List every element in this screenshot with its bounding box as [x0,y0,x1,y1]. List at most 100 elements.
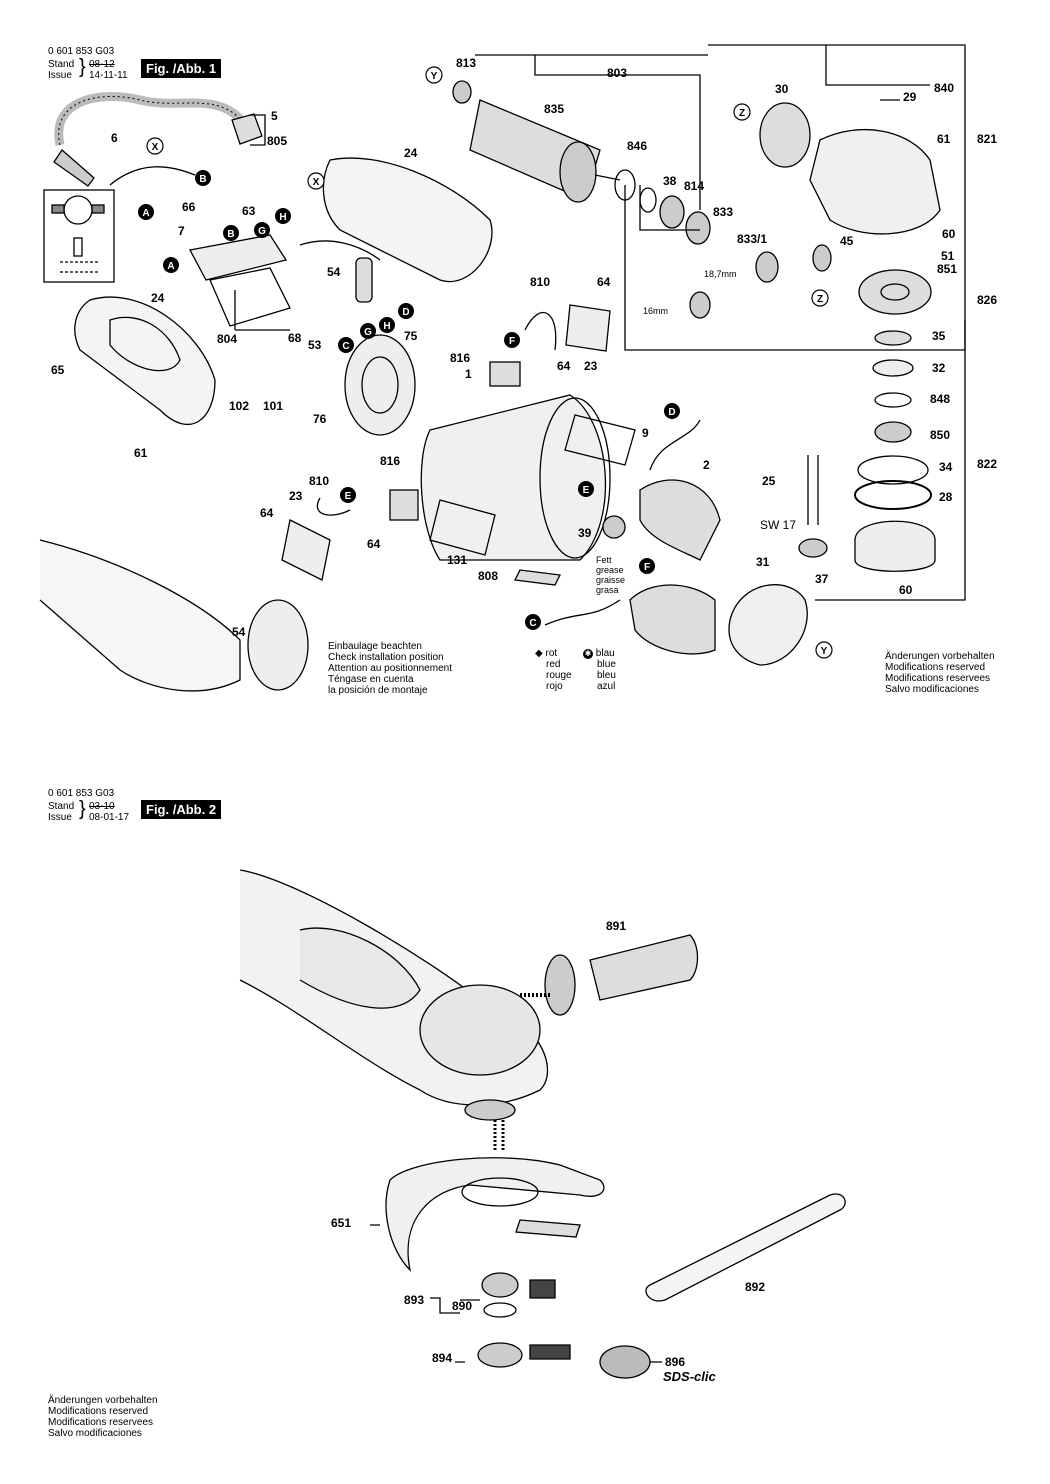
fig1-part-24: 24 [404,146,418,160]
sw17-label: SW 17 [760,518,797,532]
crown-gear-826 [858,269,932,315]
fig2-stand-old: 03-10 [89,801,115,812]
spindle-25 [807,455,819,525]
fig2-issue-label: Issue [48,812,72,823]
svg-text:Z: Z [739,108,745,119]
fig1-part-25: 25 [762,474,776,488]
callout-letter-e: E [340,487,356,503]
fig1-part-35: 35 [932,329,946,343]
fig1-part-24: 24 [151,291,165,305]
fig1-part-835: 835 [544,102,564,116]
fig1-part-38: 38 [663,174,677,188]
fig1-part-5: 5 [271,109,278,123]
fig1-part-846: 846 [627,139,647,153]
fig2-tag: Fig. /Abb. 2 [141,800,222,819]
label-131 [429,499,496,556]
fig1-part-23: 23 [289,489,303,503]
field-coil-bottom [629,584,716,655]
modifications-note-fig2: Änderungen vorbehalten Modifications res… [48,1395,158,1439]
cover-23-bottom [281,519,331,581]
fig1-part-76: 76 [313,412,327,426]
svg-text:Y: Y [821,646,828,657]
svg-text:D: D [402,307,409,318]
fig1-part-65: 65 [51,363,65,377]
fig2-part-891: 891 [606,919,626,933]
svg-text:H: H [383,321,390,332]
callout-letter-x: X [307,172,325,190]
svg-text:G: G [258,226,266,237]
bearing-833-1 [755,251,779,283]
ring-34 [857,455,929,485]
fig1-part-51: 51 [941,249,955,263]
svg-text:A: A [167,261,174,272]
fig1-part-23: 23 [584,359,598,373]
plug [231,113,263,145]
fig1-part-840: 840 [934,81,954,95]
svg-text:B: B [199,174,206,185]
fig1-part-39: 39 [578,526,592,540]
fig1-issue-label: Issue [48,70,72,81]
fig2-part-651: 651 [331,1216,351,1230]
modifications-note-fig1: Änderungen vorbehalten Modifications res… [885,651,995,695]
sds-clic-label: SDS-clic [663,1369,716,1384]
install-note: Einbaulage beachten Check installation p… [328,641,452,696]
fig1-part-9: 9 [642,426,649,440]
fig1-part-804: 804 [217,332,237,346]
star-badge-icon: ✱ [583,649,593,659]
fig1-part-45: 45 [840,234,854,248]
fig2-part-892: 892 [745,1280,765,1294]
bracket-803 [475,54,708,231]
handle-housing-top [322,157,493,283]
fig1-part-54: 54 [232,625,246,639]
switch-assembly [189,234,288,281]
fig1-part-102: 102 [229,399,249,413]
svg-text:C: C [342,341,349,352]
fig1-part-7: 7 [178,224,185,238]
fig1-stand-old: 08-12 [89,59,115,70]
o-ring-28 [854,480,932,510]
bearing-814 [659,195,685,229]
fig2-drawing [239,869,846,1379]
brush-holder-816-top [489,361,521,387]
washer-38 [639,187,657,213]
cover-23-top [565,304,611,352]
fig1-part-30: 30 [775,82,789,96]
callout-letter-d: D [664,403,680,419]
fig1-brace: } [79,56,86,78]
fig1-part-64: 64 [557,359,571,373]
o-ring-890 [483,1302,517,1318]
dim-18-7mm: 18,7mm [704,269,737,279]
installation-inset-housing [39,539,241,692]
svg-text:H: H [279,212,286,223]
callout-letter-y: Y [815,641,833,659]
gear-head-housing [809,128,941,235]
cord-sleeve [53,149,95,187]
svg-text:F: F [509,336,515,347]
wiring-schematic [43,189,115,283]
bracket-822 [815,320,966,601]
fig1-drawing [39,44,966,692]
callout-letter-g: G [254,222,270,238]
fig1-part-810: 810 [309,474,329,488]
fig1-part-37: 37 [815,572,829,586]
fan [344,334,416,436]
svg-text:F: F [644,562,650,573]
callout-letter-b: B [223,225,239,241]
power-cord [54,91,249,146]
nut-37 [798,538,828,558]
bevel-gear-30 [759,102,811,168]
callout-letter-d: D [398,303,414,319]
color-legend-red: ◆ rot red rouge rojo [535,648,572,692]
flange-893 [481,1272,519,1298]
fig1-part-34: 34 [939,460,953,474]
fig1-part-821: 821 [977,132,997,146]
fig2-part-893: 893 [404,1293,424,1307]
nut-894 [477,1342,523,1368]
ring-35 [874,330,912,346]
fig1-part-60: 60 [942,227,956,241]
callout-letter-e: E [578,481,594,497]
fig2-issue-date: 08-01-17 [89,812,130,823]
callout-letter-a: A [163,257,179,273]
fig1-part-1: 1 [465,367,472,381]
wrench-892 [645,1193,846,1302]
